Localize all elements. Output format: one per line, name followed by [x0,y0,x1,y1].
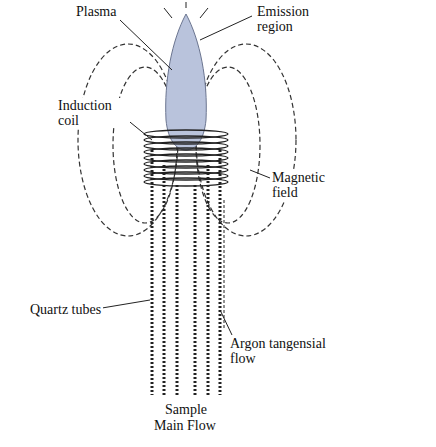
emission-region-label: Emission region [255,4,329,34]
sample-label: Sample [163,402,209,417]
argon-flow-label: Argon tangensial flow [228,336,332,366]
magnetic-field-label: Magnetic field [270,170,344,200]
flame-rays [164,2,208,18]
induction-coil-label: Induction coil [56,98,130,128]
quartz-tubes [152,150,220,395]
plasma-label: Plasma [74,4,118,19]
leader-lines [90,16,270,335]
main-flow-label: Main Flow [152,418,218,433]
quartz-tubes-label: Quartz tubes [28,302,103,317]
induction-coil [144,130,228,186]
